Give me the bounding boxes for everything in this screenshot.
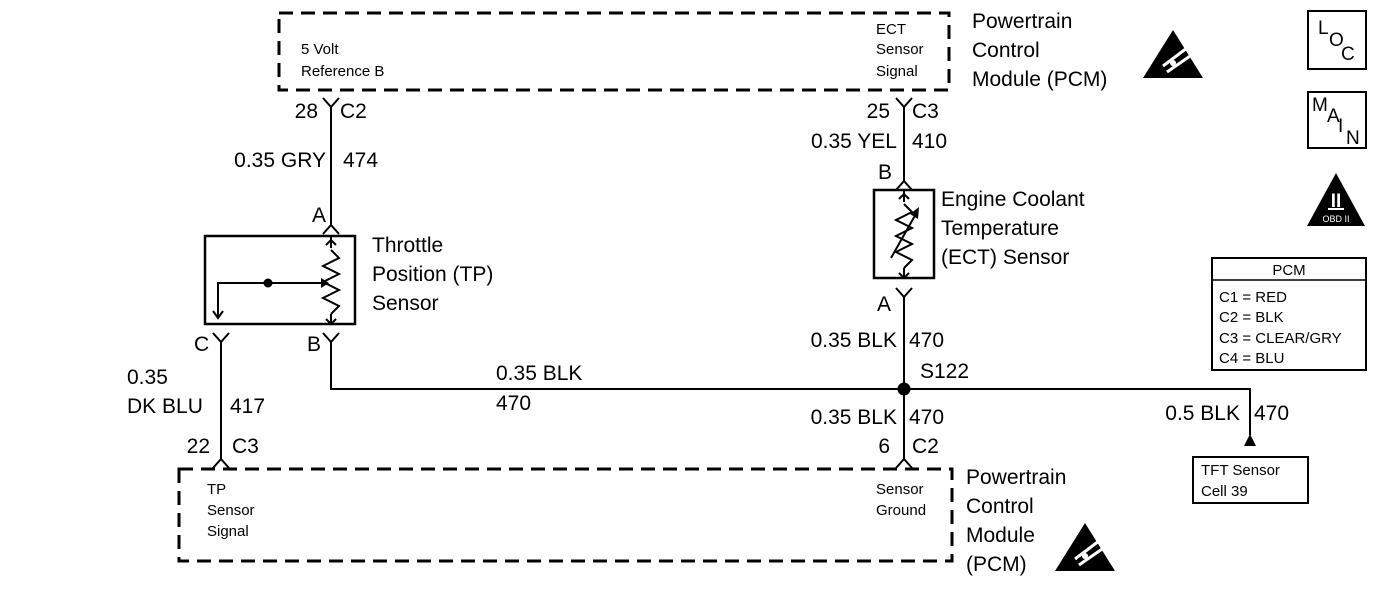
ect-terminal-a: A [877,293,891,316]
tp-terminal-b: B [307,333,321,356]
connector-6-c2 [895,457,913,469]
pcm-bottom-title-line4: (PCM) [966,553,1027,576]
connector-c2-label-bottom: C2 [912,435,939,458]
pcm-top-title-line3: Module (PCM) [972,68,1107,91]
svg-text:O: O [1329,30,1344,51]
tp-connector-b [322,332,340,344]
pcm-bottom-pin-tp-line2: Sensor [207,502,255,519]
ect-sensor-name-line2: Temperature [941,217,1059,240]
connector-25-c3 [895,97,913,109]
svg-text:C: C [1341,44,1355,65]
ect-connector-a [895,287,913,299]
tp-connector-c [212,332,230,344]
pcm-bottom-title-line2: Control [966,495,1034,518]
esd-warning-icon [1053,521,1117,573]
svg-text:I: I [1338,116,1343,137]
ect-terminal-b: B [878,161,892,184]
ect-sensor-name-line3: (ECT) Sensor [941,246,1069,269]
wire-410-circuit: 410 [912,130,947,153]
connector-c2-label-top: C2 [340,100,367,123]
wire-470-pcm-gauge: 0.35 BLK [811,406,897,429]
pin-22: 22 [187,435,210,458]
ect-connector-b [895,179,913,191]
obd-ii-icon: II OBD II [1307,173,1365,226]
wire-470-tp-circuit: 470 [496,392,531,415]
wire-470-pcm-circuit: 470 [909,406,944,429]
wire-417-circuit: 417 [230,395,265,418]
wire-417-gauge-line1: 0.35 [127,366,168,389]
pin-6: 6 [878,435,890,458]
pcm-bottom-pin-tp-line3: Signal [207,523,249,540]
wire-470-ect-circuit: 470 [909,329,944,352]
pcm-bottom-box [177,467,954,563]
svg-text:N: N [1346,128,1360,149]
splice-label: S122 [920,360,969,383]
tp-terminal-c: C [194,333,209,356]
legend-title: PCM [1272,262,1305,279]
main-icon[interactable]: M A I N [1307,91,1367,149]
tft-connector-arrow [1244,434,1256,446]
pcm-top-pin-ect-line1: ECT [876,21,906,38]
ect-sensor-name-line1: Engine Coolant [941,188,1085,211]
svg-text:II: II [1331,191,1342,212]
wire-417-gauge-line2: DK BLU [127,395,203,418]
wire-470-tp-gauge: 0.35 BLK [496,362,582,385]
splice-s122 [897,382,911,396]
tft-line2: Cell 39 [1201,483,1248,500]
pcm-top-title-line1: Powertrain [972,10,1072,33]
pcm-top-box [277,11,951,92]
pcm-top-pin-5v-line1: 5 Volt [301,41,339,58]
connector-22-c3 [212,457,230,469]
tft-line1: TFT Sensor [1201,462,1280,479]
legend-item-c2: C2 = BLK [1219,309,1284,326]
tp-connector-a [322,223,340,235]
wire-410-gauge: 0.35 YEL [811,130,897,153]
tft-box [1192,456,1309,504]
tp-sensor-name-line1: Throttle [372,234,443,257]
pin-25: 25 [867,100,890,123]
loc-icon[interactable]: L O C [1307,10,1367,70]
wire-470-tp-ground [330,342,1251,435]
wire-474-circuit: 474 [343,149,378,172]
svg-text:OBD II: OBD II [1322,214,1349,224]
svg-text:L: L [1318,18,1329,39]
tp-terminal-a: A [312,204,326,227]
tp-sensor-name-line3: Sensor [372,292,439,315]
tp-sensor-name-line2: Position (TP) [372,263,493,286]
wire-470-tft-circuit: 470 [1254,402,1289,425]
connector-c3-label-top: C3 [912,100,939,123]
pcm-bottom-pin-ground-line2: Ground [876,502,926,519]
pcm-top-title-line2: Control [972,39,1040,62]
pcm-top-pin-ect-line2: Sensor [876,41,924,58]
legend-item-c3: C3 = CLEAR/GRY [1219,330,1342,347]
svg-text:M: M [1312,95,1328,116]
connector-28-c2 [322,97,340,109]
wire-474-gauge: 0.35 GRY [234,149,326,172]
tp-sensor-box [203,234,357,326]
pcm-bottom-pin-ground-line1: Sensor [876,481,924,498]
wire-470-tft-gauge: 0.5 BLK [1165,402,1240,425]
wire-470-ect-gauge: 0.35 BLK [811,329,897,352]
pcm-connector-legend: PCM C1 = RED C2 = BLK C3 = CLEAR/GRY C4 … [1211,257,1367,371]
pcm-top-pin-5v-line2: Reference B [301,63,384,80]
legend-item-c4: C4 = BLU [1219,350,1284,367]
pcm-bottom-title-line3: Module [966,524,1035,547]
legend-item-c1: C1 = RED [1219,289,1287,306]
pcm-top-pin-ect-line3: Signal [876,63,918,80]
pin-28: 28 [295,100,318,123]
pcm-bottom-title-line1: Powertrain [966,466,1066,489]
esd-warning-icon [1141,28,1205,80]
connector-c3-label-bottom: C3 [232,435,259,458]
pcm-bottom-pin-tp-line1: TP [207,481,226,498]
svg-text:A: A [1327,106,1340,127]
